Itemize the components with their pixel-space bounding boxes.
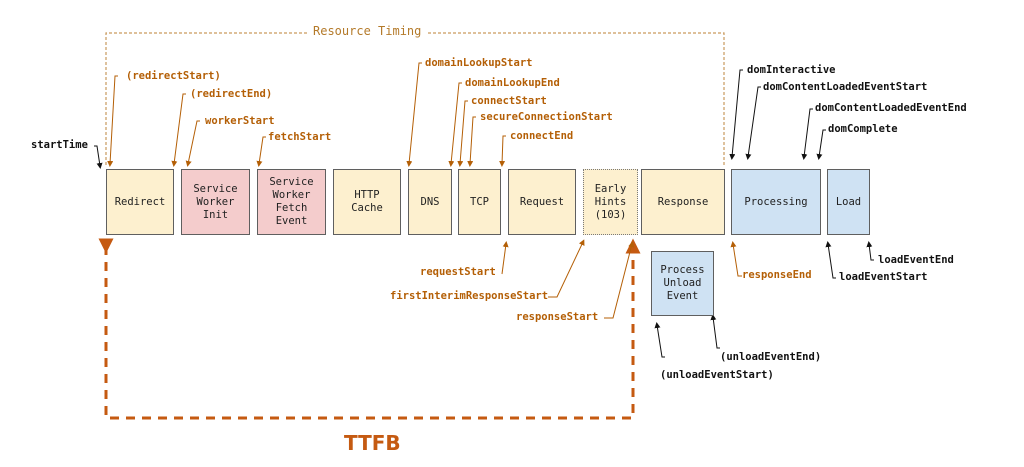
arrow-domain-lookup-end	[448, 82, 462, 167]
box-early-hints: Early Hints (103)	[583, 169, 638, 235]
arrow-response-start	[604, 241, 635, 319]
label-redirect-end: (redirectEnd)	[190, 88, 273, 100]
box-request: Request	[508, 169, 576, 235]
box-load: Load	[827, 169, 870, 235]
arrow-start-time	[94, 145, 103, 169]
arrow-dom-content-loaded-start	[745, 86, 761, 160]
label-worker-start: workerStart	[205, 115, 275, 127]
label-unload-event-start: (unloadEventStart)	[660, 369, 774, 381]
box-dns: DNS	[408, 169, 452, 235]
box-processing: Processing	[731, 169, 821, 235]
box-tcp: TCP	[458, 169, 501, 235]
arrow-unload-event-end	[710, 314, 720, 349]
arrow-redirect-start	[107, 75, 118, 167]
label-secure-connection-start: secureConnectionStart	[480, 111, 613, 123]
label-load-event-start: loadEventStart	[839, 271, 928, 283]
label-fetch-start: fetchStart	[268, 131, 332, 143]
label-connect-start: connectStart	[471, 95, 547, 107]
box-process-unload-event: Process Unload Event	[651, 251, 714, 316]
label-connect-end: connectEnd	[510, 130, 574, 142]
arrow-response-end	[730, 241, 742, 277]
resource-timing-bracket	[105, 32, 725, 165]
arrow-first-interim-response-start	[548, 239, 585, 298]
box-response: Response	[641, 169, 725, 235]
label-response-start: responseStart	[516, 311, 599, 323]
label-response-end: responseEnd	[742, 269, 812, 281]
label-unload-event-end: (unloadEventEnd)	[720, 351, 822, 363]
arrow-request-start	[501, 241, 509, 275]
arrow-load-event-end	[866, 241, 874, 261]
label-dom-content-loaded-event-start: domContentLoadedEventStart	[763, 81, 928, 93]
label-dom-content-loaded-event-end: domContentLoadedEventEnd	[815, 102, 967, 114]
arrow-worker-start	[185, 120, 200, 167]
resource-timing-title: Resource Timing	[313, 24, 422, 38]
arrow-dom-complete	[816, 129, 826, 160]
arrow-connect-end	[499, 135, 506, 167]
label-dom-interactive: domInteractive	[747, 64, 836, 76]
arrow-domain-lookup-start	[406, 62, 422, 167]
arrow-redirect-end	[171, 93, 186, 167]
label-first-interim-response-start: firstInterimResponseStart	[390, 290, 549, 302]
ttfb-label: TTFB	[344, 431, 401, 455]
box-http-cache: HTTP Cache	[333, 169, 401, 235]
arrow-connect-start	[457, 100, 468, 167]
box-service-worker-fetch-event: Service Worker Fetch Event	[257, 169, 326, 235]
label-domain-lookup-start: domainLookupStart	[425, 57, 533, 69]
arrow-dom-interactive	[729, 69, 743, 160]
label-start-time: startTime	[31, 139, 88, 151]
box-service-worker-init: Service Worker Init	[181, 169, 250, 235]
arrow-load-event-start	[825, 241, 836, 279]
box-redirect: Redirect	[106, 169, 174, 235]
label-load-event-end: loadEventEnd	[878, 254, 954, 266]
label-request-start: requestStart	[420, 266, 496, 278]
label-dom-complete: domComplete	[828, 123, 898, 135]
label-domain-lookup-end: domainLookupEnd	[465, 77, 560, 89]
arrow-dom-content-loaded-end	[801, 108, 813, 160]
ttfb-bracket	[98, 238, 641, 420]
arrow-secure-connection-start	[467, 116, 476, 167]
arrow-unload-event-start	[654, 322, 665, 358]
label-redirect-start: (redirectStart)	[126, 70, 221, 82]
arrow-fetch-start	[256, 136, 266, 167]
